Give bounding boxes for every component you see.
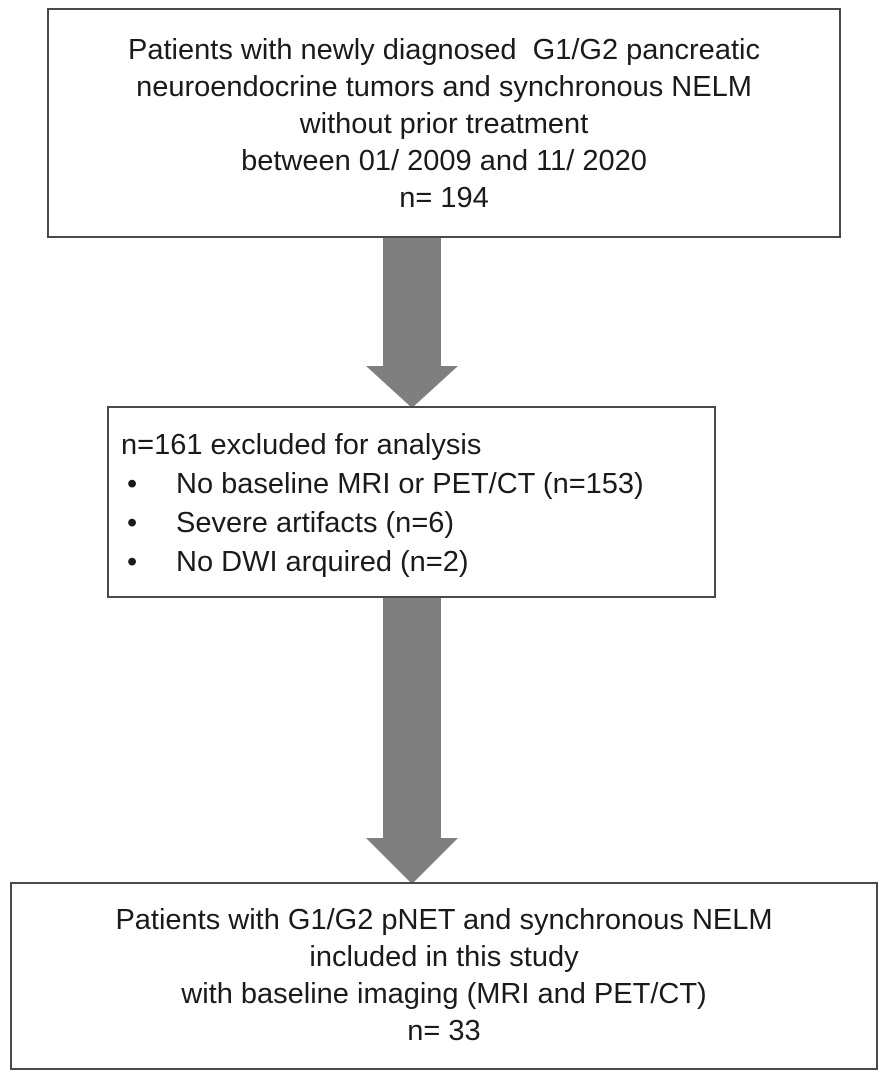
exclusion-item-text: Severe artifacts (n=6) [176, 507, 455, 539]
exclusion-item-text: No DWI arquired (n=2) [176, 546, 469, 578]
arrow-middle-to-bottom-shape [366, 598, 458, 884]
cohort-final-box: Patients with G1/G2 pNET and synchronous… [10, 882, 878, 1070]
cohort-initial-line-3: without prior treatment [299, 107, 589, 140]
bullet-icon: • [127, 507, 138, 539]
cohort-final-line-1: Patients with G1/G2 pNET and synchronous… [115, 904, 773, 936]
cohort-final-count: n= 33 [407, 1015, 481, 1047]
arrow-middle-to-bottom [366, 598, 458, 884]
exclusion-item-text: No baseline MRI or PET/CT (n=153) [176, 468, 644, 500]
cohort-final-line-3: with baseline imaging (MRI and PET/CT) [181, 978, 707, 1010]
exclusion-item: • No baseline MRI or PET/CT (n=153) [121, 465, 714, 504]
arrow-top-to-middle [366, 238, 458, 408]
exclusion-box: n=161 excluded for analysis • No baselin… [107, 406, 716, 598]
cohort-initial-line-2: neuroendocrine tumors and synchronous NE… [136, 70, 752, 103]
cohort-initial-line-4: between 01/ 2009 and 11/ 2020 [241, 144, 647, 177]
exclusion-list: • No baseline MRI or PET/CT (n=153) • Se… [121, 465, 714, 582]
exclusion-item: • No DWI arquired (n=2) [121, 543, 714, 582]
cohort-final-line-2: included in this study [309, 941, 579, 973]
bullet-icon: • [127, 468, 138, 500]
arrow-top-to-middle-shape [366, 238, 458, 408]
cohort-initial-count: n= 194 [399, 181, 489, 214]
cohort-initial-box: Patients with newly diagnosed G1/G2 panc… [47, 8, 841, 238]
bullet-icon: • [127, 546, 138, 578]
cohort-initial-line-1: Patients with newly diagnosed G1/G2 panc… [128, 33, 760, 66]
exclusion-title: n=161 excluded for analysis [121, 429, 482, 461]
exclusion-item: • Severe artifacts (n=6) [121, 504, 714, 543]
